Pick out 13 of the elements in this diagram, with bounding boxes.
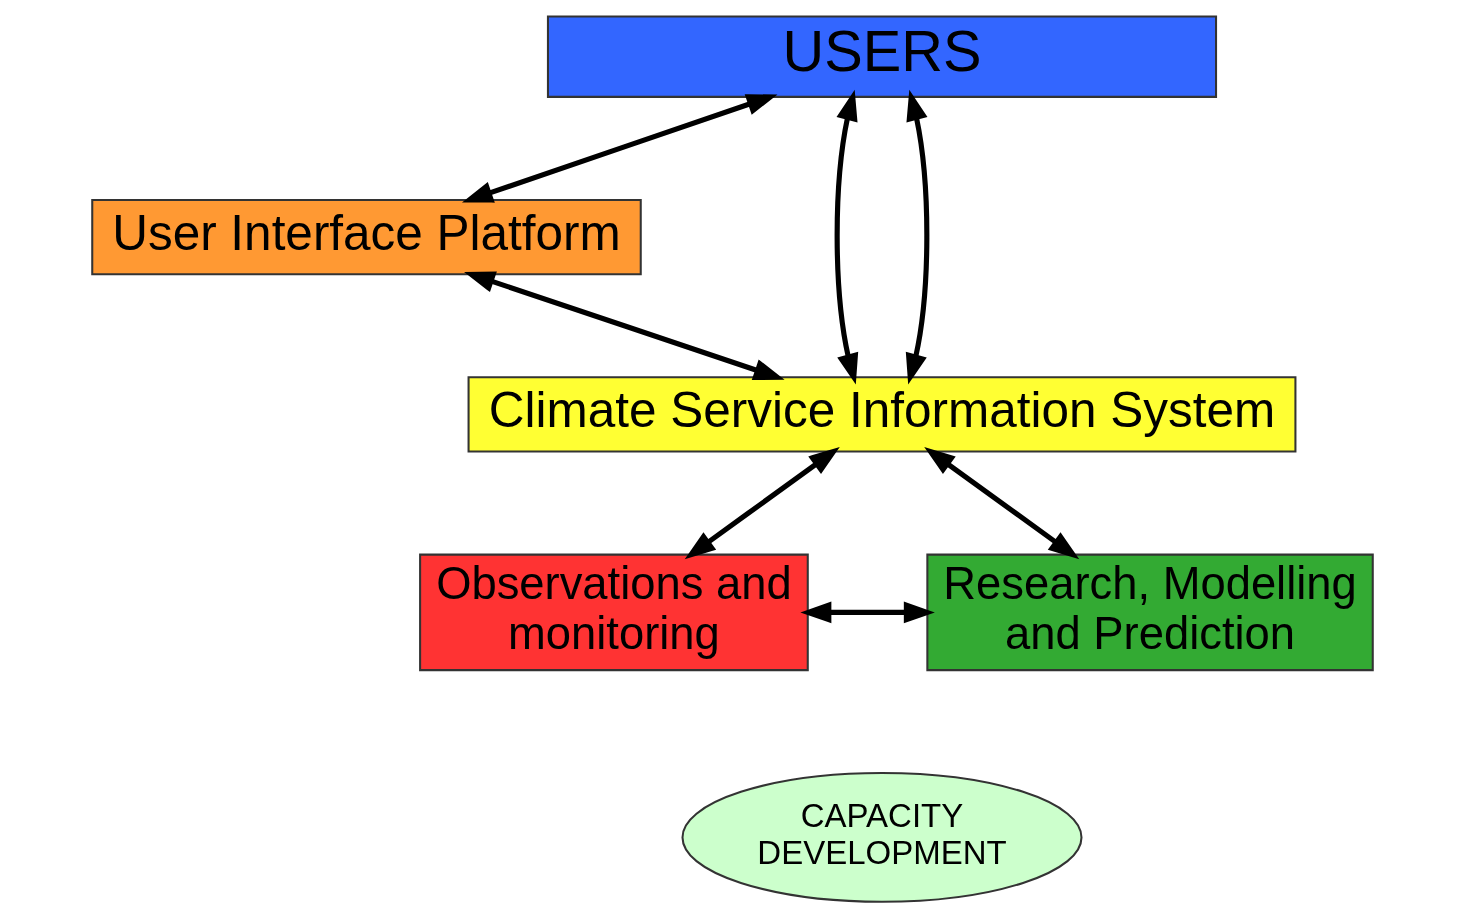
arrow	[799, 601, 935, 624]
node-box: Observations and monitoring	[418, 553, 809, 672]
arrow	[461, 94, 778, 203]
arrow	[905, 89, 929, 385]
node-box: User Interface Platform	[90, 198, 642, 276]
arrow	[684, 447, 840, 560]
node-box: Research, Modelling and Prediction	[925, 553, 1374, 672]
arrow	[834, 89, 858, 385]
node-ellipse: CAPACITY DEVELOPMENT	[680, 771, 1082, 903]
node-box: Climate Service Information System	[467, 376, 1296, 453]
arrow	[923, 447, 1079, 560]
node-box: USERS	[546, 15, 1217, 98]
arrow	[463, 271, 785, 381]
